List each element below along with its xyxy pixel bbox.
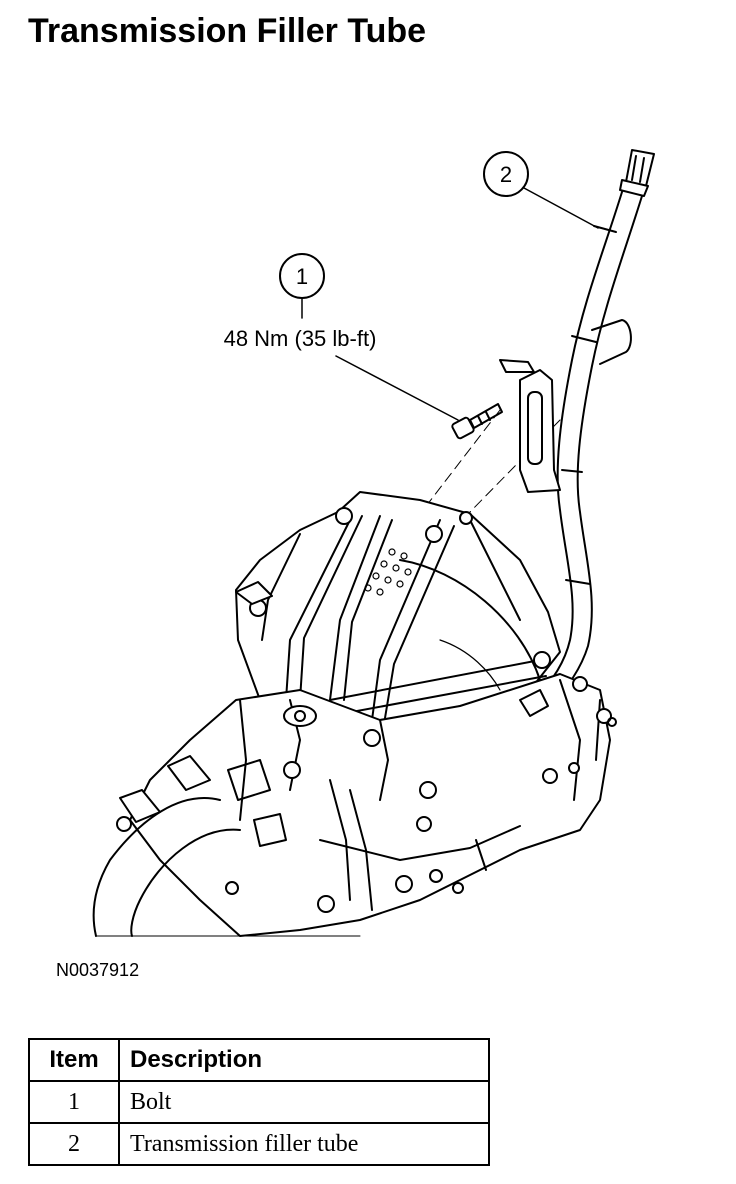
callout-2-number: 2: [500, 162, 512, 187]
legend-table: Item Description 1 Bolt 2 Transmission f…: [28, 1038, 490, 1166]
legend-item-description: Bolt: [118, 1080, 490, 1124]
legend-item-description: Transmission filler tube: [118, 1122, 490, 1166]
legend-item-number: 2: [28, 1122, 120, 1166]
callout-2-leader: [523, 187, 599, 229]
callout-1-torque: 48 Nm (35 lb-ft): [224, 326, 377, 351]
bolt: [451, 403, 503, 440]
figure-id: N0037912: [56, 960, 140, 980]
callout-1-leader: [335, 355, 459, 421]
legend-header-item: Item: [28, 1038, 120, 1082]
callout-2: 2: [483, 151, 599, 229]
callout-2-circle: [483, 151, 529, 197]
transmission-case: [92, 491, 617, 937]
page-title: Transmission Filler Tube: [28, 12, 427, 50]
filler-tube: [499, 149, 655, 709]
transmission-illustration: 2 1 48 Nm (35 lb-ft): [92, 149, 655, 937]
legend-header-row: Item Description: [28, 1038, 490, 1082]
legend-header-description: Description: [118, 1038, 490, 1082]
table-row: 1 Bolt: [28, 1080, 490, 1124]
callout-1-number: 1: [296, 264, 308, 289]
callout-1: 1 48 Nm (35 lb-ft): [224, 253, 459, 421]
table-row: 2 Transmission filler tube: [28, 1122, 490, 1166]
legend-item-number: 1: [28, 1080, 120, 1124]
